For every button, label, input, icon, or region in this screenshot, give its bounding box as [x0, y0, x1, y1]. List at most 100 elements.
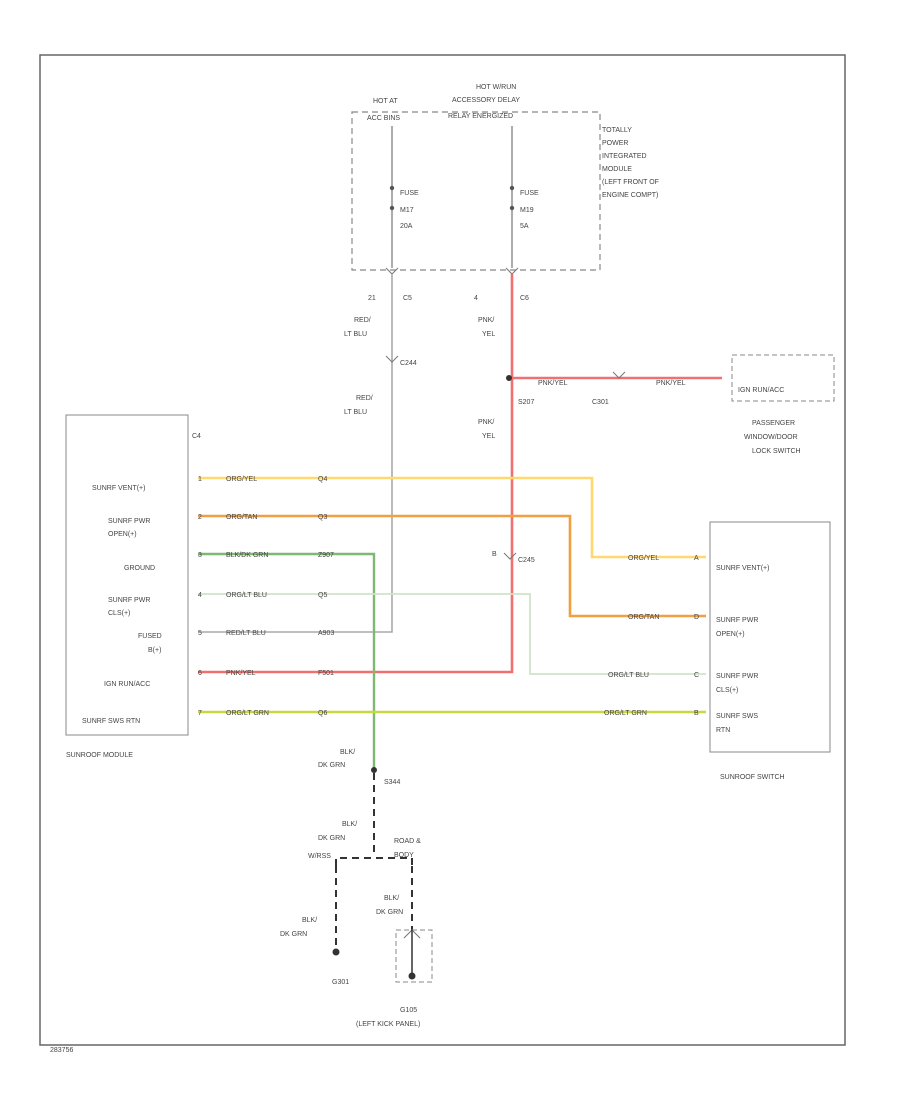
- switch-name: SUNROOF SWITCH: [720, 774, 785, 781]
- ground-wire4-1: BLK/: [384, 895, 399, 902]
- module-pin-2: 2: [198, 514, 202, 521]
- wire-org-ltblu-close: [198, 593, 706, 675]
- fuse1-label-1: FUSE: [400, 190, 419, 197]
- wire-red-ltblu-b-2: LT BLU: [344, 409, 367, 416]
- ground-wire2-2: DK GRN: [318, 835, 345, 842]
- sunroof-switch-box: [709, 521, 831, 753]
- ground-g301: G301: [332, 979, 349, 986]
- wire-red-ltblu-feed: [198, 274, 393, 633]
- fuse1-terminal-bottom: [389, 205, 395, 211]
- tipm-desc-1: TOTALLY: [602, 127, 632, 134]
- lock-switch-name-3: LOCK SWITCH: [752, 448, 801, 455]
- tipm-connector-c6: [505, 267, 519, 275]
- module-pin-3: 3: [198, 552, 202, 559]
- connector-c5: C5: [403, 295, 412, 302]
- module-pin-vent-circuit: Q4: [318, 476, 327, 483]
- module-pin-ground-label: GROUND: [124, 565, 155, 572]
- module-pin-ground-circuit: Z907: [318, 552, 334, 559]
- tipm-hot-acc-1: HOT AT: [373, 98, 398, 105]
- module-pin-fused-label-1: FUSED: [138, 633, 162, 640]
- connector-c301-symbol: [612, 371, 626, 379]
- tipm-connector-c5: [385, 267, 399, 275]
- lock-switch-name-2: WINDOW/DOOR: [744, 434, 798, 441]
- module-pin-fused-circuit: A903: [318, 630, 334, 637]
- wire-pnk-yel-h2: PNK/YEL: [656, 380, 686, 387]
- ground-wire1-2: DK GRN: [318, 762, 345, 769]
- tipm-desc-6: ENGINE COMPT): [602, 192, 658, 199]
- switch-pin-vent-wire: ORG/YEL: [628, 555, 659, 562]
- module-pin-cls-circuit: Q5: [318, 592, 327, 599]
- ground-wire3-2: DK GRN: [280, 931, 307, 938]
- switch-pin-rtn-label-1: SUNRF SWS: [716, 713, 758, 720]
- ground-wire2-1: BLK/: [342, 821, 357, 828]
- module-pin-vent-wire: ORG/YEL: [226, 476, 257, 483]
- wire-pnk-yel-a-1: PNK/: [478, 317, 494, 324]
- switch-pin-vent-label: SUNRF VENT(+): [716, 565, 769, 572]
- wire-pnk-yel-b-2: YEL: [482, 433, 495, 440]
- fuse2-label-2: M19: [520, 207, 534, 214]
- module-pin-fused-wire: RED/LT BLU: [226, 630, 266, 637]
- module-connector: C4: [192, 433, 201, 440]
- diagram-frame: [39, 54, 846, 1046]
- tipm-desc-2: POWER: [602, 140, 628, 147]
- switch-pin-rtn-label-2: RTN: [716, 727, 730, 734]
- module-pin-cls-label-1: SUNRF PWR: [108, 597, 150, 604]
- splice-s344-dot: [371, 767, 377, 773]
- ground-branch: [335, 857, 413, 866]
- fuse2-terminal-bottom: [509, 205, 515, 211]
- fuse1-label-2: M17: [400, 207, 414, 214]
- module-pin-rtn-wire: ORG/LT GRN: [226, 710, 269, 717]
- footer-code: 283756: [50, 1047, 73, 1054]
- wire-org-tan-open: [198, 514, 706, 618]
- ground-body-note-1: ROAD &: [394, 838, 421, 845]
- fuse1-label-3: 20A: [400, 223, 413, 230]
- switch-pin-cls-label-1: SUNRF PWR: [716, 673, 758, 680]
- module-pin-open-label-2: OPEN(+): [108, 531, 137, 538]
- connector-c245-prefix: B: [492, 551, 497, 558]
- tipm-desc-3: INTEGRATED: [602, 153, 647, 160]
- ground-alt-note: W/RSS: [308, 853, 331, 860]
- tipm-box: [351, 111, 601, 271]
- wire-red-ltblu-b-1: RED/: [356, 395, 373, 402]
- splice-s344: S344: [384, 779, 400, 786]
- wire-pnk-yel-feed: [198, 274, 514, 674]
- lock-switch-box: [731, 354, 835, 402]
- wire-red-ltblu-a-1: RED/: [354, 317, 371, 324]
- ground-g105-box: [395, 929, 433, 983]
- lock-switch-box-label: IGN RUN/ACC: [738, 387, 784, 394]
- tipm-hot-run-1: HOT W/RUN: [476, 84, 516, 91]
- module-pin-cls-wire: ORG/LT BLU: [226, 592, 267, 599]
- connector-c245: C245: [518, 557, 535, 564]
- connector-c6: C6: [520, 295, 529, 302]
- tipm-hot-acc-2: ACC BINS: [367, 115, 400, 122]
- switch-pin-open-label-1: SUNRF PWR: [716, 617, 758, 624]
- switch-pin-vent-letter: A: [694, 555, 699, 562]
- module-pin-4: 4: [198, 592, 202, 599]
- tipm-hot-run-3: RELAY ENERGIZED: [448, 113, 513, 120]
- splice-s207-dot: [506, 375, 512, 381]
- switch-pin-cls-label-2: CLS(+): [716, 687, 738, 694]
- pin-21: 21: [368, 295, 376, 302]
- wire-blk-dkgrn-ground: [198, 552, 376, 770]
- module-pin-6: 6: [198, 670, 202, 677]
- tipm-hot-run-2: ACCESSORY DELAY: [452, 97, 520, 104]
- switch-pin-open-wire: ORG/TAN: [628, 614, 659, 621]
- module-pin-ign-circuit: F501: [318, 670, 334, 677]
- ground-g105-location: (LEFT KICK PANEL): [356, 1021, 420, 1028]
- connector-c245-symbol: [503, 552, 517, 560]
- module-pin-rtn-circuit: Q6: [318, 710, 327, 717]
- module-pin-rtn-label: SUNRF SWS RTN: [82, 718, 140, 725]
- module-pin-ground-wire: BLK/DK GRN: [226, 552, 268, 559]
- fuse2-label-3: 5A: [520, 223, 529, 230]
- connector-c244-symbol: [385, 355, 399, 363]
- module-pin-open-wire: ORG/TAN: [226, 514, 257, 521]
- switch-pin-cls-letter: C: [694, 672, 699, 679]
- wire-pnk-yel-b-1: PNK/: [478, 419, 494, 426]
- module-pin-open-label-1: SUNRF PWR: [108, 518, 150, 525]
- sunroof-module-box: [65, 414, 189, 736]
- pin-4: 4: [474, 295, 478, 302]
- fuse2-terminal-top: [509, 185, 515, 191]
- ground-body-note-2: BODY: [394, 852, 414, 859]
- module-pin-1: 1: [198, 476, 202, 483]
